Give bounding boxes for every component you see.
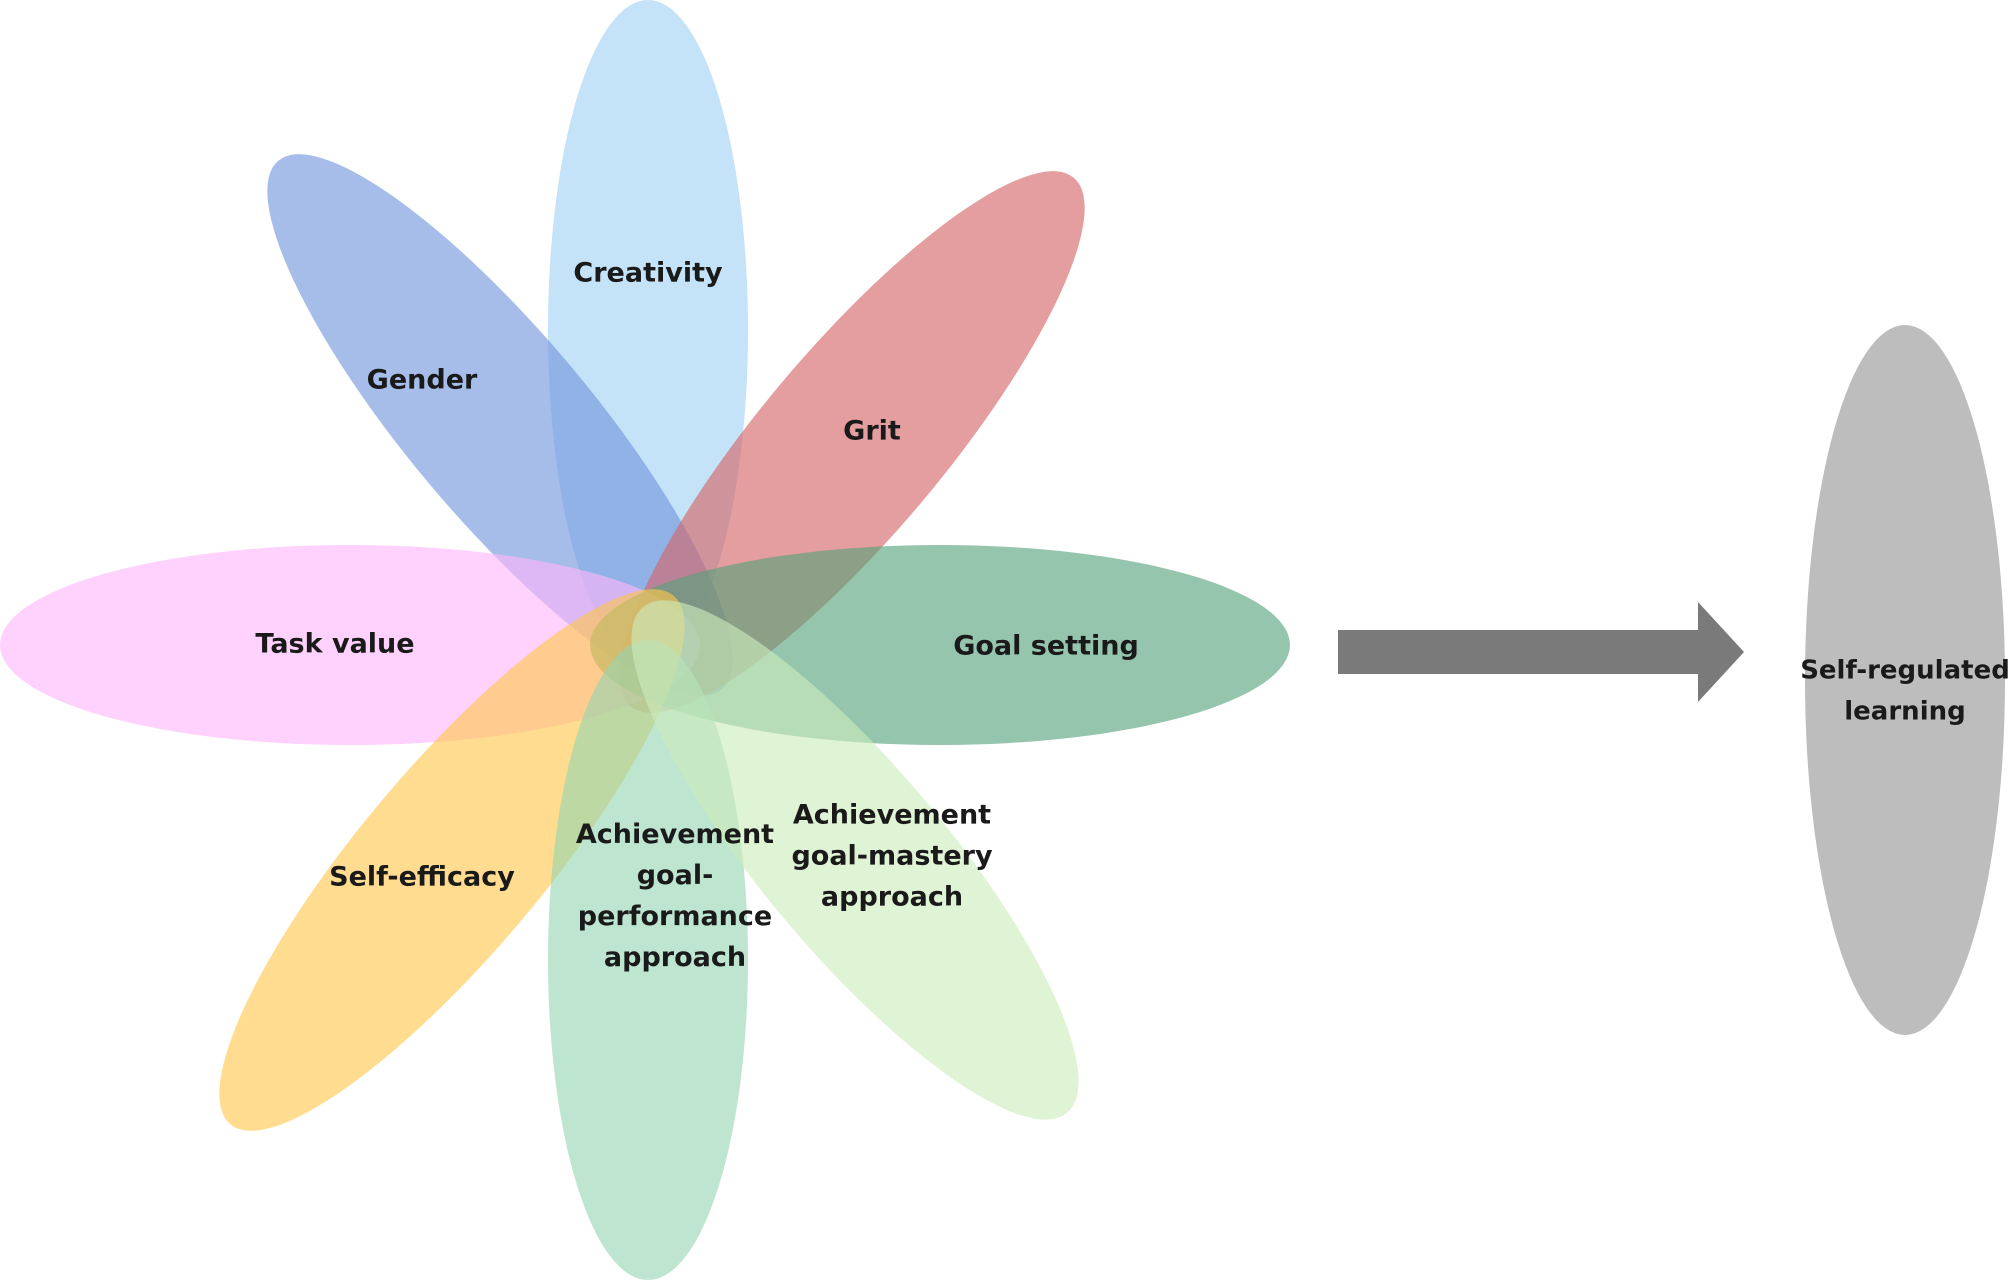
self-efficacy-label: Self-efficacy — [329, 862, 515, 893]
achievement-goal-mastery-petal — [631, 600, 1079, 1120]
gender-label: Gender — [367, 365, 478, 396]
creativity-label: Creativity — [573, 258, 723, 289]
factor-petals — [0, 0, 1290, 1280]
gender-petal — [267, 154, 733, 696]
grit-label: Grit — [843, 416, 901, 447]
arrow-to-outcome — [1338, 602, 1744, 702]
goal-setting-label: Goal setting — [953, 631, 1139, 662]
outcome-ellipse — [1805, 325, 2005, 1035]
self-efficacy-petal — [219, 589, 685, 1131]
task-value-label: Task value — [255, 629, 414, 660]
